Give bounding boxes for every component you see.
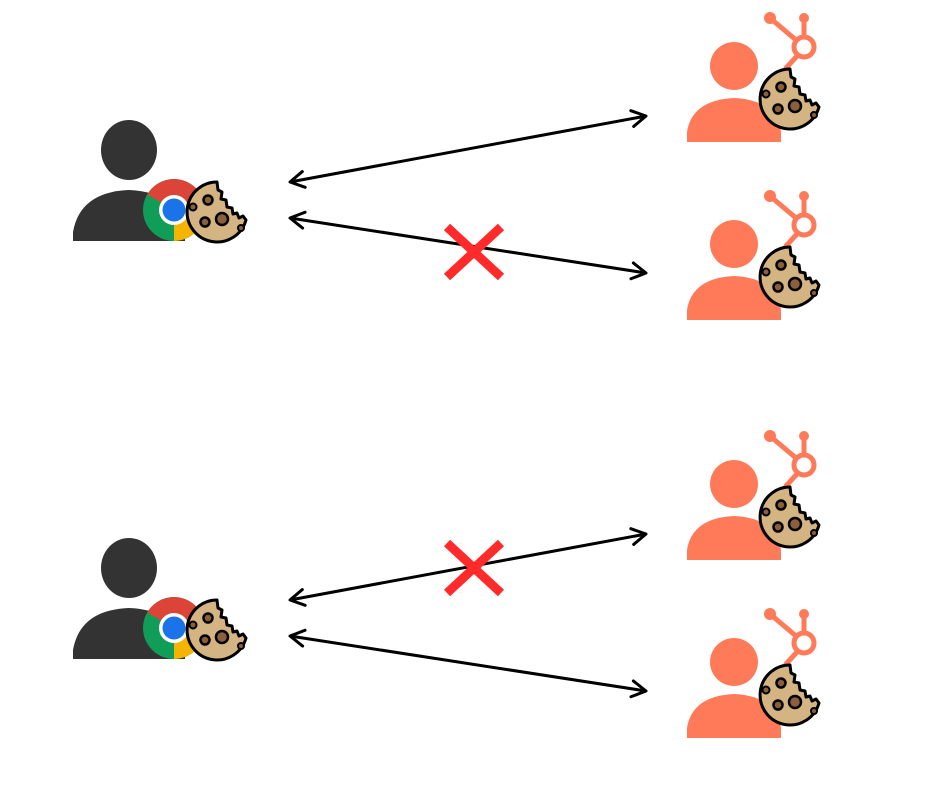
hubspot-user-1-icon [687, 12, 819, 142]
browser-user-with-cookie-icon [73, 120, 246, 242]
hubspot-user-2-icon [687, 190, 819, 320]
scenario-1 [73, 12, 819, 320]
scenario-2 [73, 430, 819, 738]
connection-arrow-allowed [288, 628, 648, 699]
connection-arrow-allowed [288, 109, 648, 189]
hubspot-user-3-icon [687, 430, 819, 560]
blocked-x-icon [447, 227, 501, 277]
browser-user-with-cookie-icon [73, 538, 246, 660]
hubspot-user-4-icon [687, 608, 819, 738]
